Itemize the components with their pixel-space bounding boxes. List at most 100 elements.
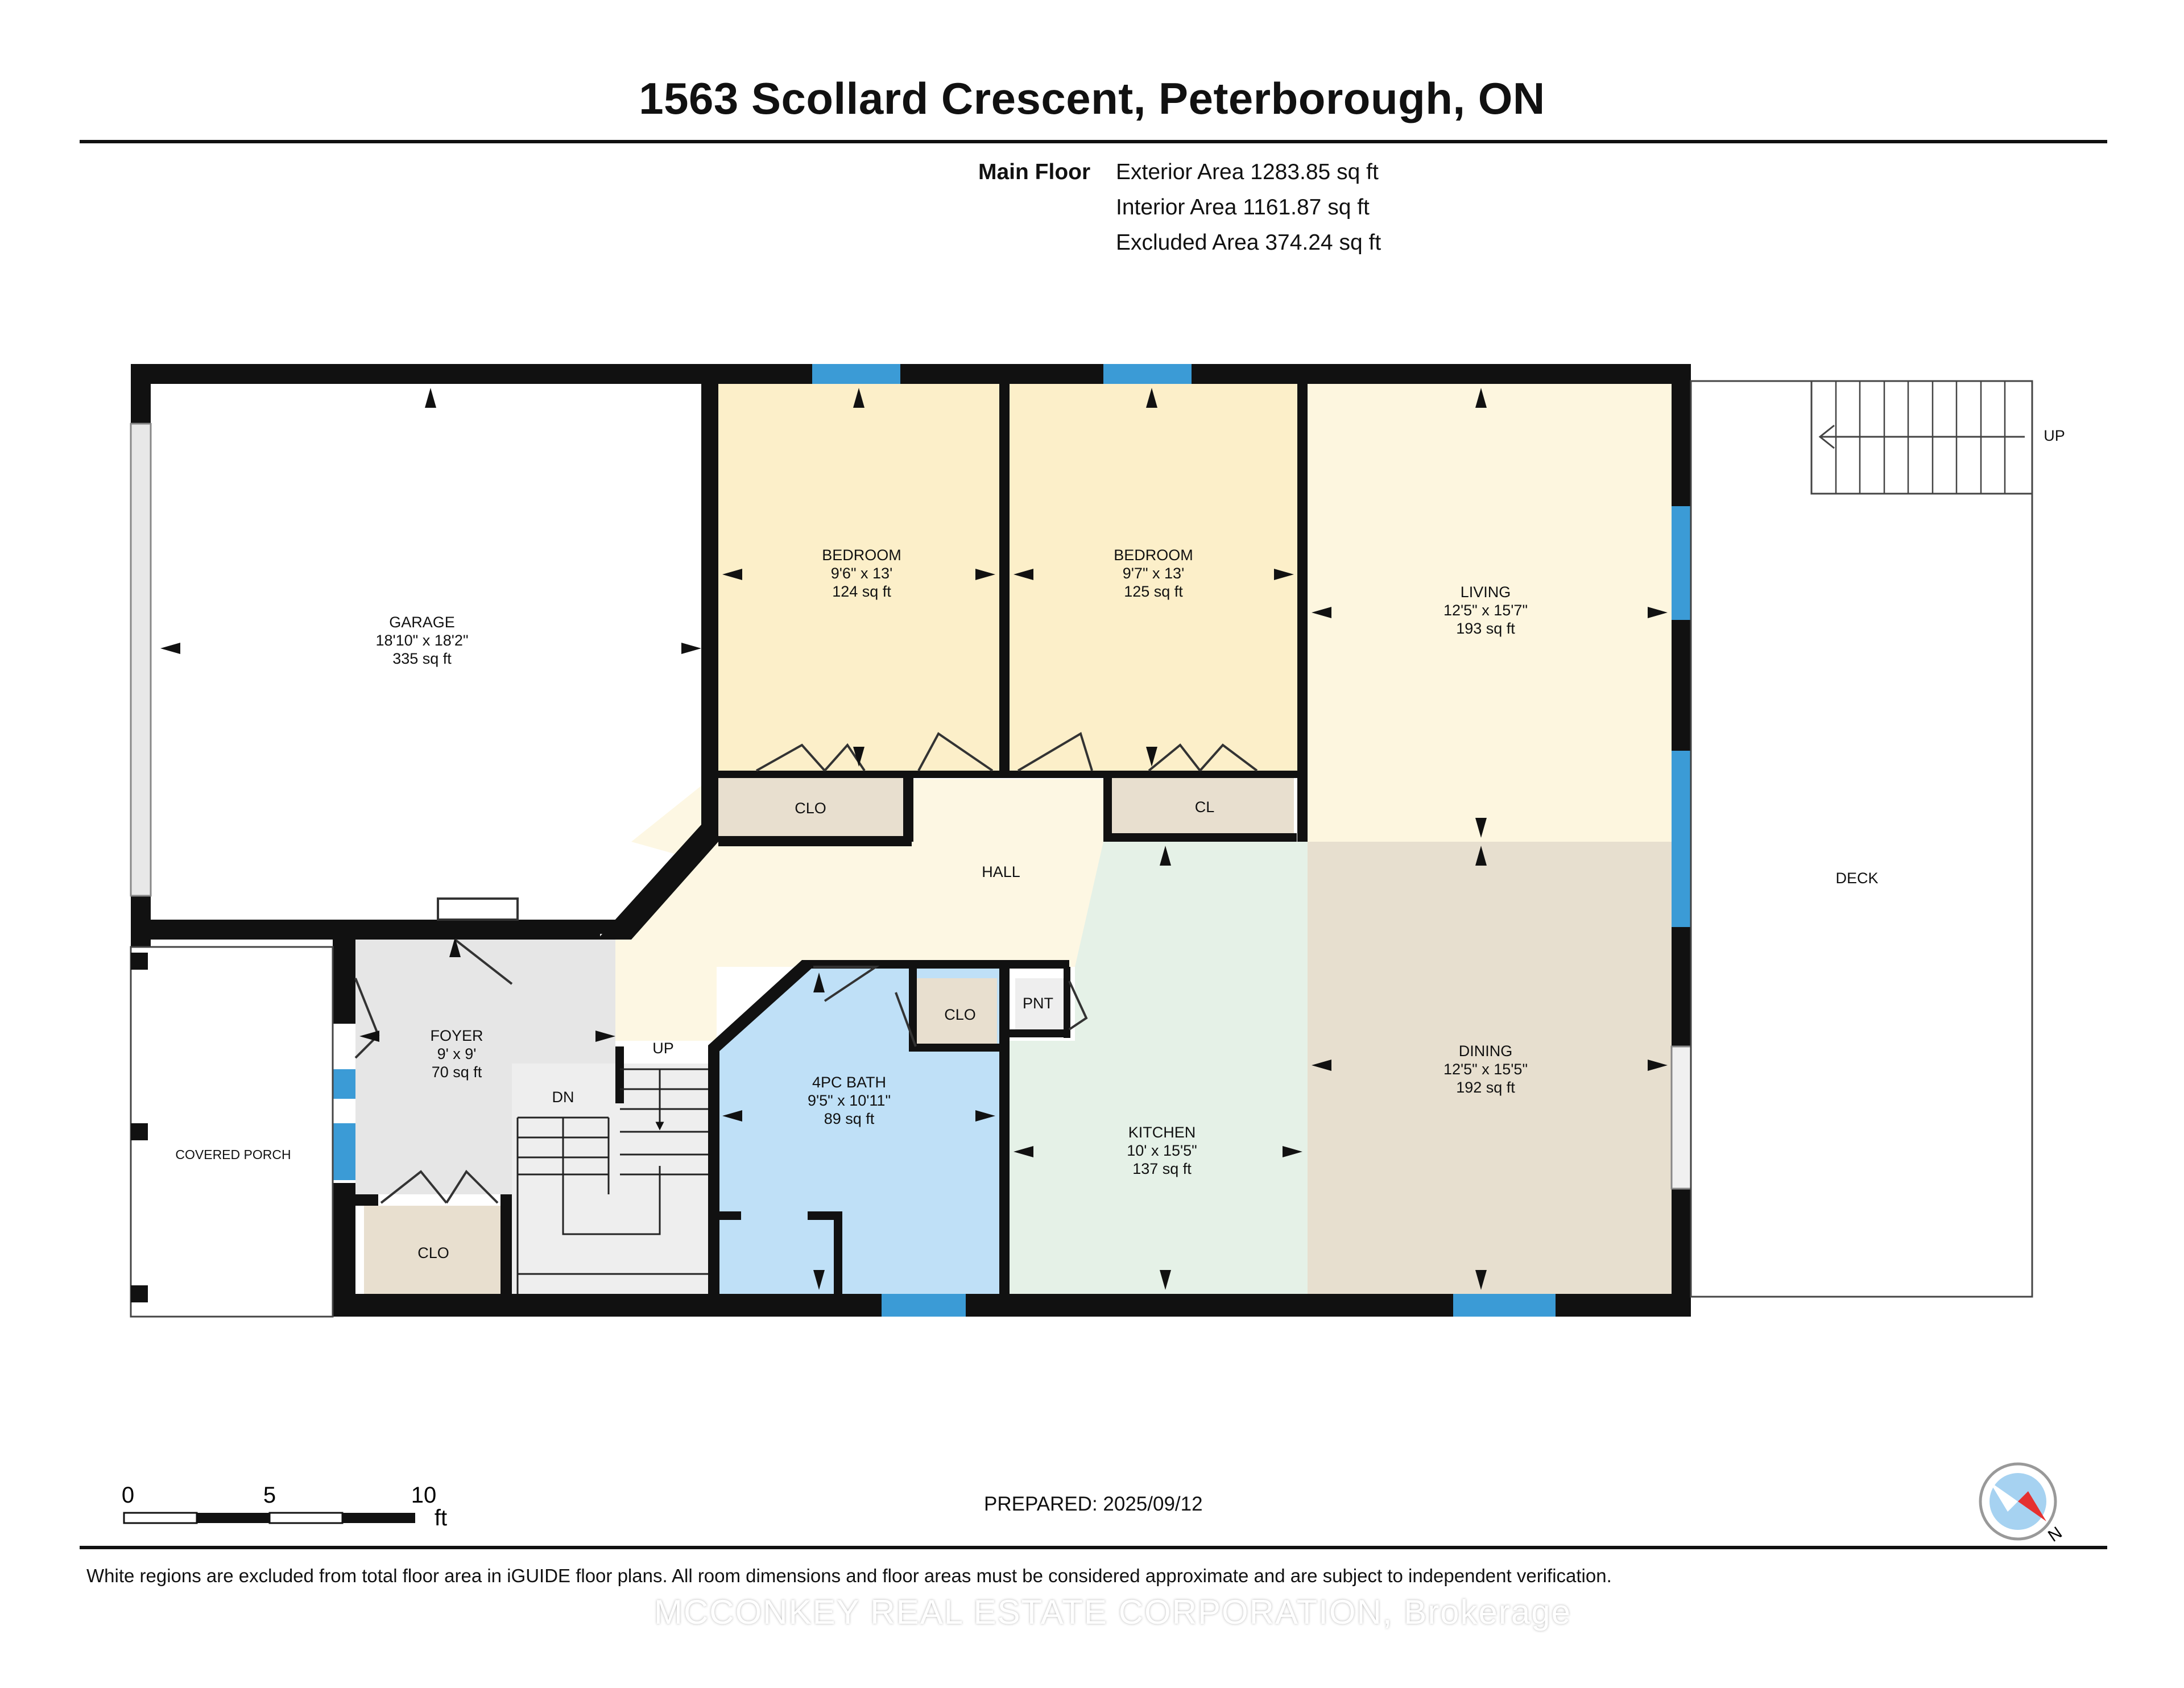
garage-dims: 18'10" x 18'2" — [375, 632, 468, 649]
scale-bar: 0 5 10 ft — [122, 1483, 447, 1530]
living-dims: 12'5" x 15'7" — [1443, 602, 1528, 619]
door-bath — [813, 966, 880, 1002]
window-bath — [882, 1294, 966, 1317]
wall-bed-south — [718, 771, 1308, 778]
stairs-up-label: UP — [652, 1040, 674, 1057]
window-foyer-2 — [333, 1123, 355, 1180]
excluded-area: Excluded Area 374.24 sq ft — [1116, 230, 1381, 255]
wall-bath-inner3 — [834, 1211, 842, 1294]
prepared-date: PREPARED: 2025/09/12 — [984, 1493, 1203, 1515]
wall-foyer-west2 — [333, 1183, 355, 1317]
door-foyer-closet — [380, 1169, 499, 1204]
bath-dims: 9'5" x 10'11" — [808, 1092, 891, 1109]
dining-name: DINING — [1459, 1042, 1513, 1060]
wall-bed1-closet — [718, 836, 912, 846]
window-dining — [1453, 1294, 1556, 1317]
watermark: MCCONKEY REAL ESTATE CORPORATION, Broker… — [654, 1593, 1572, 1631]
scale-unit: ft — [435, 1505, 447, 1530]
wall-bath-diag — [708, 960, 813, 1052]
wall-bed2-east — [1297, 384, 1308, 842]
scale-0: 0 — [122, 1483, 134, 1508]
wall-foyer-north — [333, 920, 617, 934]
foyer-name: FOYER — [430, 1027, 483, 1044]
door-garage — [437, 897, 519, 985]
wall-bath-west — [708, 1045, 719, 1296]
footer-rule — [80, 1546, 2107, 1549]
wall-north-garage — [131, 364, 719, 384]
pantry-label: PNT — [1023, 995, 1053, 1012]
window-bed1 — [812, 364, 900, 384]
hall-label: HALL — [982, 863, 1020, 880]
living-fill — [1308, 384, 1672, 842]
exterior-area: Exterior Area 1283.85 sq ft — [1116, 160, 1379, 184]
living-name: LIVING — [1461, 584, 1511, 601]
foyer-area: 70 sq ft — [432, 1064, 482, 1081]
room-labels: GARAGE 18'10" x 18'2" 335 sq ft BEDROOM … — [175, 427, 2065, 1261]
covered-porch-label: COVERED PORCH — [175, 1147, 291, 1162]
wall-bed2-closet — [1103, 833, 1297, 842]
interior-area: Interior Area 1161.87 sq ft — [1116, 195, 1370, 220]
bedroom1-name: BEDROOM — [822, 547, 901, 564]
wall-west-garage — [131, 364, 151, 424]
garage-name: GARAGE — [389, 614, 455, 631]
wall-east-3 — [1672, 927, 1691, 1046]
wall-foyer-closet-n — [355, 1194, 378, 1206]
bed2-closet-label: CL — [1195, 799, 1215, 816]
bedroom1-dims: 9'6" x 13' — [831, 565, 892, 582]
window-living-dining — [1672, 751, 1691, 927]
deck — [1690, 380, 2033, 1298]
door-bath-closet — [895, 992, 917, 1047]
wall-pantry-s — [1010, 1029, 1069, 1037]
stairs-down-label: DN — [552, 1089, 574, 1106]
dining-area: 192 sq ft — [1456, 1079, 1515, 1096]
window-bed2 — [1103, 364, 1192, 384]
foyer-closet-fill — [364, 1206, 506, 1294]
wall-bath-inner — [718, 1211, 741, 1220]
deck-up-label: UP — [2044, 427, 2065, 444]
title-rule — [80, 140, 2107, 143]
deck-label: DECK — [1835, 870, 1878, 887]
covered-porch — [130, 946, 334, 1318]
garage-area: 335 sq ft — [392, 650, 452, 667]
kitchen-dims: 10' x 15'5" — [1127, 1142, 1197, 1159]
door-bed2 — [1017, 731, 1093, 772]
kitchen-fill — [1010, 842, 1308, 1294]
bedroom2-fill — [1010, 384, 1297, 771]
wall-east-2 — [1672, 620, 1691, 751]
stairs-fill — [512, 1064, 708, 1294]
door-pantry — [1068, 980, 1088, 1031]
wall-east — [1672, 364, 1691, 506]
wall-stair-rail — [615, 1046, 624, 1103]
wall-foyer-closet-e — [500, 1194, 512, 1294]
bath-name: 4PC BATH — [812, 1074, 886, 1091]
window-foyer-1 — [333, 1069, 355, 1099]
bedroom1-area: 124 sq ft — [832, 583, 891, 600]
foyer-closet-label: CLO — [417, 1244, 449, 1261]
wall-pantry-e — [1064, 967, 1070, 1038]
wall-foyer-west — [333, 933, 355, 1024]
bed1-closet-label: CLO — [795, 800, 826, 817]
dimension-arrows — [160, 388, 1668, 1290]
windows — [130, 364, 1692, 1317]
bed1-closet-fill — [718, 778, 903, 842]
bath-closet-fill — [916, 978, 997, 1046]
compass-n: N — [2045, 1523, 2066, 1545]
wall-bath-closet-w — [909, 967, 917, 1046]
patio-door — [1670, 1045, 1692, 1190]
bedroom1-fill — [718, 384, 999, 771]
wall-garage-diag — [597, 384, 718, 940]
stairs — [516, 1068, 708, 1294]
wall-bath-closet-s — [909, 1044, 1003, 1052]
living-area: 193 sq ft — [1456, 620, 1515, 637]
window-living — [1672, 506, 1691, 620]
scale-5: 5 — [263, 1483, 276, 1508]
bedroom2-name: BEDROOM — [1114, 547, 1193, 564]
bath-area: 89 sq ft — [824, 1110, 875, 1127]
porch-deck — [130, 380, 2033, 1318]
dining-dims: 12'5" x 15'5" — [1443, 1061, 1528, 1078]
bedroom2-dims: 9'7" x 13' — [1123, 565, 1184, 582]
door-bed1 — [917, 732, 994, 772]
kitchen-area: 137 sq ft — [1132, 1160, 1192, 1177]
wall-bath-east — [999, 967, 1010, 1297]
